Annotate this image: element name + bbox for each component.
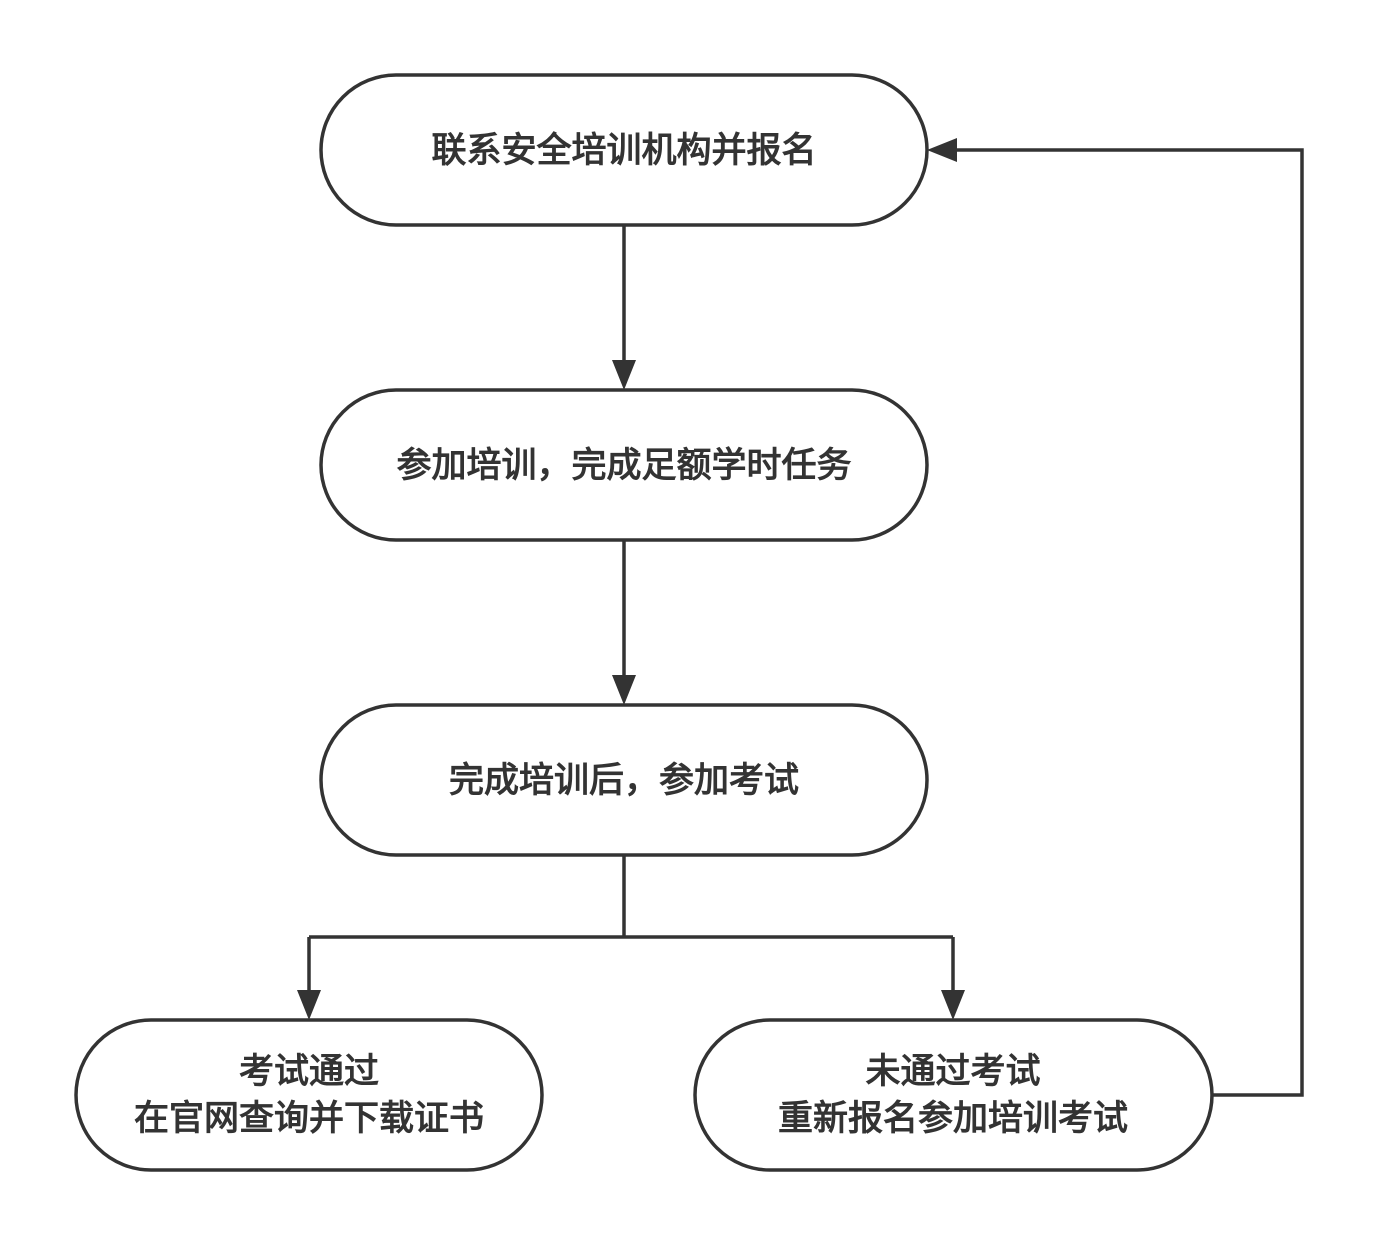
node-pass: 考试通过 在官网查询并下载证书 <box>74 1018 544 1172</box>
node-label: 联系安全培训机构并报名 <box>431 130 816 171</box>
node-train: 参加培训，完成足额学时任务 <box>319 388 929 542</box>
node-label: 在官网查询并下载证书 <box>134 1099 484 1139</box>
node-fail: 未通过考试 重新报名参加培训考试 <box>693 1018 1214 1172</box>
edge-exam-branch <box>307 855 955 992</box>
arrowhead <box>612 360 636 390</box>
node-register: 联系安全培训机构并报名 <box>319 73 929 227</box>
arrowhead <box>297 990 321 1020</box>
node-label: 参加培训，完成足额学时任务 <box>396 445 851 486</box>
node-label: 完成培训后，参加考试 <box>449 760 799 801</box>
arrowhead <box>612 675 636 705</box>
arrowhead <box>941 990 965 1020</box>
arrowhead <box>927 138 957 162</box>
node-label: 考试通过 <box>239 1052 379 1092</box>
node-exam: 完成培训后，参加考试 <box>319 703 929 857</box>
node-label: 未通过考试 <box>865 1052 1040 1092</box>
edge-fail-to-register <box>955 148 1304 1097</box>
node-label: 重新报名参加培训考试 <box>778 1099 1128 1139</box>
